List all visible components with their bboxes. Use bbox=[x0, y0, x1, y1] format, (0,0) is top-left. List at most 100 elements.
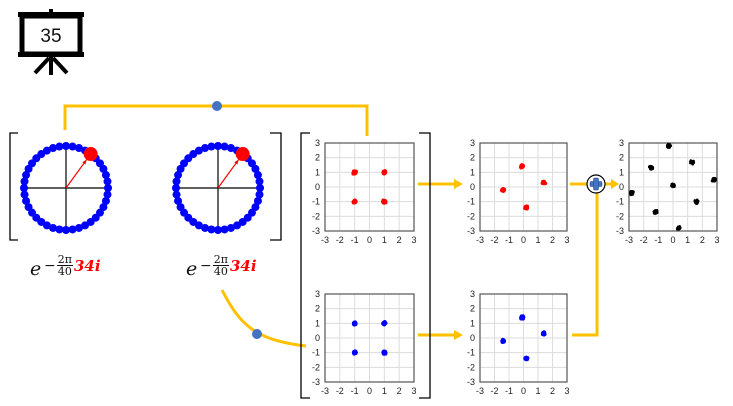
plot-frame bbox=[479, 293, 568, 383]
phasor-circle-2 bbox=[172, 142, 264, 234]
x-tick-label: 0 bbox=[367, 235, 372, 245]
phasor-point bbox=[101, 171, 110, 180]
y-tick-label: -3 bbox=[616, 226, 624, 236]
plot-frame bbox=[324, 293, 415, 383]
data-point bbox=[676, 226, 679, 230]
phasor-point bbox=[81, 221, 90, 230]
data-cluster bbox=[523, 204, 530, 211]
phasor-point bbox=[55, 225, 64, 234]
x-tick-label: 1 bbox=[535, 386, 540, 396]
data-point bbox=[382, 321, 386, 326]
formula-exponent: − 2π 40 34i bbox=[44, 254, 101, 277]
phasor-circle-1 bbox=[20, 142, 112, 234]
data-point bbox=[541, 332, 546, 336]
y-tick-label: -2 bbox=[312, 362, 320, 372]
data-point bbox=[524, 206, 529, 210]
y-tick-label: 3 bbox=[619, 138, 624, 148]
phasor-point bbox=[20, 184, 28, 192]
x-tick-label: -2 bbox=[490, 235, 498, 245]
data-cluster bbox=[666, 142, 673, 149]
phasor-point bbox=[103, 190, 112, 199]
phasor-point bbox=[214, 226, 222, 234]
left-bracket bbox=[9, 132, 18, 241]
phasor-point bbox=[68, 225, 77, 234]
phasor-point bbox=[233, 221, 242, 230]
data-point bbox=[352, 199, 356, 203]
x-tick-label: 3 bbox=[411, 386, 416, 396]
y-tick-label: -2 bbox=[312, 211, 320, 221]
phasor-arrow bbox=[217, 159, 240, 189]
phasor-point bbox=[172, 190, 181, 199]
data-point bbox=[666, 145, 670, 148]
projector-leg-left bbox=[33, 56, 51, 75]
phasor-point bbox=[253, 171, 262, 180]
phasor-point bbox=[74, 144, 83, 153]
data-point bbox=[542, 180, 547, 185]
data-cluster bbox=[628, 189, 635, 197]
phasor-point bbox=[103, 177, 112, 186]
phasor-point bbox=[201, 144, 210, 153]
phasor-point bbox=[201, 223, 210, 232]
y-tick-label: -1 bbox=[616, 197, 624, 207]
x-tick-label: 3 bbox=[564, 235, 569, 245]
phasor-point bbox=[104, 184, 112, 192]
formula-fraction: 2π 40 bbox=[212, 253, 229, 277]
data-cluster bbox=[500, 187, 507, 193]
projector-screen-icon: 35 bbox=[18, 9, 84, 75]
phasor-point bbox=[49, 223, 58, 232]
data-cluster bbox=[523, 355, 530, 362]
data-point bbox=[501, 339, 506, 343]
formula-minus: − bbox=[200, 257, 212, 274]
data-cluster bbox=[352, 349, 358, 356]
x-tick-label: 0 bbox=[521, 386, 526, 396]
phasor-arrow bbox=[65, 159, 88, 189]
formula-numerator: 2π bbox=[212, 253, 229, 266]
data-point bbox=[691, 159, 694, 163]
phasor-point bbox=[99, 164, 108, 173]
data-cluster bbox=[500, 337, 506, 344]
phasor-point bbox=[220, 142, 229, 151]
phasor-point bbox=[42, 146, 51, 155]
junction-dot-bottom bbox=[252, 329, 262, 339]
phasor-point bbox=[226, 223, 235, 232]
x-tick-label: 3 bbox=[564, 386, 569, 396]
y-tick-label: -3 bbox=[467, 377, 475, 387]
phasor-point bbox=[255, 190, 264, 199]
x-tick-label: 2 bbox=[397, 235, 402, 245]
plus-icon bbox=[589, 177, 603, 191]
phasor-point bbox=[256, 184, 264, 192]
connectors bbox=[63, 101, 619, 348]
data-point bbox=[352, 321, 357, 326]
x-tick-label: -2 bbox=[336, 235, 344, 245]
x-tick-label: -3 bbox=[321, 235, 329, 245]
formula-index: 34i bbox=[73, 256, 101, 275]
data-cluster bbox=[351, 320, 358, 327]
x-tick-label: -1 bbox=[505, 235, 513, 245]
data-point bbox=[694, 201, 697, 204]
x-tick-label: -3 bbox=[625, 235, 633, 245]
y-tick-label: -2 bbox=[467, 362, 475, 372]
y-tick-label: 3 bbox=[470, 289, 475, 299]
data-point bbox=[352, 351, 356, 355]
data-point bbox=[655, 211, 658, 214]
y-tick-label: 0 bbox=[470, 333, 475, 343]
x-tick-label: -1 bbox=[351, 235, 359, 245]
data-cluster bbox=[693, 198, 700, 205]
formula-exponent: − 2π 40 34i bbox=[200, 254, 257, 277]
data-cluster bbox=[540, 330, 547, 337]
data-cluster bbox=[381, 169, 388, 176]
phasor-point bbox=[207, 225, 216, 234]
data-cluster bbox=[647, 164, 655, 171]
y-tick-label: 1 bbox=[470, 167, 475, 177]
y-tick-label: 0 bbox=[315, 182, 320, 192]
y-tick-label: 2 bbox=[470, 304, 475, 314]
formula-base: e bbox=[186, 258, 198, 280]
connector-blue-to-sum bbox=[572, 192, 599, 337]
y-tick-label: 3 bbox=[315, 138, 320, 148]
x-tick-label: -1 bbox=[505, 386, 513, 396]
data-point bbox=[652, 210, 656, 213]
